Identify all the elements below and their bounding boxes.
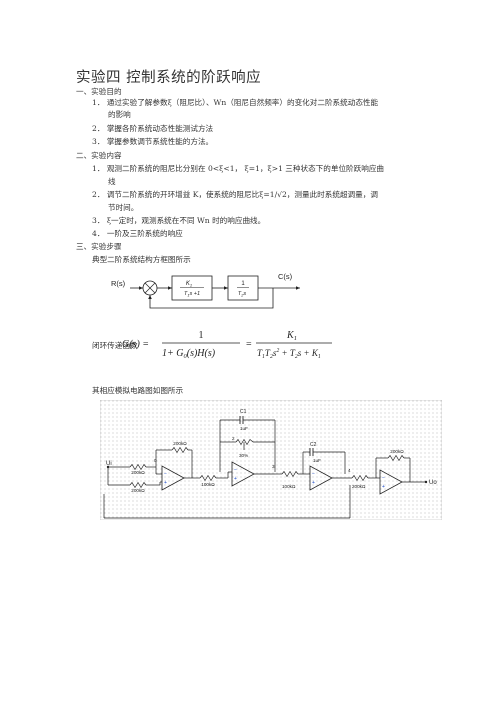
- svg-text:100kΩ: 100kΩ: [201, 482, 215, 487]
- svg-text:T2s: T2s: [238, 291, 247, 298]
- svg-text:30%: 30%: [239, 453, 248, 458]
- capacitor-c2: C2 1uF: [302, 442, 346, 474]
- section-heading-purpose: 一、实验目的: [76, 87, 122, 96]
- resistor-feedback-4: 200kΩ: [375, 449, 411, 482]
- ui-label: Ui: [106, 461, 112, 467]
- formula-lhs: G(s) =: [122, 339, 149, 350]
- svg-text:−: −: [312, 471, 315, 477]
- closed-loop-label: 闭环传递函数: [92, 341, 138, 350]
- svg-text:K1: K1: [186, 281, 192, 288]
- svg-text:=: =: [246, 339, 252, 350]
- svg-text:+: +: [312, 480, 315, 486]
- content-item-1-cont: 线: [108, 177, 116, 186]
- resistor-200k-3: 200kΩ: [351, 474, 369, 489]
- capacitor-c1: C1 1uF: [220, 409, 275, 431]
- resistor-input-1: 200kΩ: [129, 463, 147, 475]
- schematic-grid: [100, 400, 442, 520]
- block-diagram-caption: 典型二阶系统结构方框图所示: [92, 255, 191, 264]
- resistor-100k-2: 100kΩ: [281, 470, 299, 489]
- op-amp-3: − +: [309, 465, 333, 491]
- svg-text:T1T2s2 + T2s + K1: T1T2s2 + T2s + K1: [257, 348, 321, 360]
- analog-circuit-diagram: Ui 200kΩ 200kΩ − +: [100, 400, 442, 520]
- output-label: C(s): [278, 272, 293, 281]
- purpose-item-1-cont: 的影响: [108, 110, 131, 119]
- svg-text:200kΩ: 200kΩ: [131, 470, 145, 475]
- transfer-function-formula: G(s) = 1 1+ G0(s)H(s) = K1 T1T2s2 + T2s …: [122, 330, 332, 360]
- svg-text:2: 2: [232, 436, 235, 441]
- op-amp-4: − +: [379, 469, 403, 495]
- block-diagram: R(s) K1 T1s +1 1 T2s C(s): [111, 272, 300, 309]
- op-amp-2: − +: [231, 461, 255, 487]
- op-amp-1: − +: [161, 465, 185, 491]
- content-item-3: 3． ξ一定时，观测系统在不同 Wn 时的响应曲线。: [92, 216, 266, 225]
- svg-text:4: 4: [348, 468, 351, 473]
- purpose-item-1: 1． 通过实验了解参数ξ（阻尼比）、Wn（阻尼自然频率）的变化对二阶系统动态性能: [92, 98, 379, 107]
- svg-text:C1: C1: [240, 409, 247, 415]
- purpose-item-3: 3． 掌握参数调节系统性能的方法。: [92, 137, 214, 146]
- block-first-order: K1 T1s +1: [171, 275, 213, 301]
- svg-text:1+ G0(s)H(s): 1+ G0(s)H(s): [162, 348, 216, 360]
- uo-terminal: [424, 480, 428, 484]
- uo-label: Uo: [429, 480, 437, 486]
- svg-text:C2: C2: [310, 442, 317, 448]
- content-item-2: 2． 调节二阶系统的开环增益 K，使系统的阻尼比ξ=1/√2，测量此时系统超调量…: [92, 190, 378, 199]
- svg-text:200kΩ: 200kΩ: [173, 441, 187, 446]
- svg-text:+: +: [234, 476, 237, 482]
- content-item-4: 4． 一阶及三阶系统的响应: [92, 229, 183, 238]
- svg-text:+: +: [164, 480, 167, 486]
- purpose-item-2: 2． 掌握各阶系统动态性能测试方法: [92, 124, 214, 133]
- summing-junction: [142, 280, 158, 296]
- svg-text:−: −: [234, 467, 237, 473]
- page-title: 实验四 控制系统的阶跃响应: [76, 70, 262, 86]
- svg-text:200kΩ: 200kΩ: [390, 449, 404, 454]
- section-heading-steps: 三、实验步骤: [76, 242, 122, 251]
- svg-text:0: 0: [154, 458, 157, 463]
- feedback-path: [149, 288, 274, 309]
- svg-text:1: 1: [199, 330, 204, 341]
- potentiometer: 2 30%: [220, 436, 275, 458]
- svg-text:1uF: 1uF: [313, 458, 321, 463]
- resistor-100k-1: 100kΩ: [199, 474, 217, 487]
- content-item-2-cont: 节时间。: [108, 203, 139, 212]
- svg-text:−: −: [164, 471, 167, 477]
- svg-text:100kΩ: 100kΩ: [282, 484, 296, 489]
- svg-text:1uF: 1uF: [240, 426, 248, 431]
- svg-text:+: +: [382, 484, 385, 490]
- section-heading-content: 二、实验内容: [76, 151, 122, 160]
- svg-text:T1s +1: T1s +1: [184, 291, 200, 298]
- circuit-caption: 其相应模拟电路图如图所示: [92, 386, 184, 395]
- svg-text:1: 1: [241, 281, 245, 287]
- content-item-1: 1． 观测二阶系统的阻尼比分别在 0<ξ<1， ξ=1，ξ>1 三种状态下的单位…: [92, 164, 385, 173]
- block-integrator: 1 T2s: [227, 275, 259, 301]
- input-label: R(s): [111, 279, 126, 288]
- svg-text:3: 3: [272, 464, 275, 469]
- svg-text:200kΩ: 200kΩ: [131, 488, 145, 493]
- resistor-feedback-1: 200kΩ: [155, 441, 193, 478]
- svg-text:200kΩ: 200kΩ: [352, 484, 366, 489]
- svg-text:K1: K1: [286, 330, 297, 342]
- svg-text:−: −: [382, 475, 385, 481]
- resistor-input-2: 200kΩ: [129, 481, 147, 493]
